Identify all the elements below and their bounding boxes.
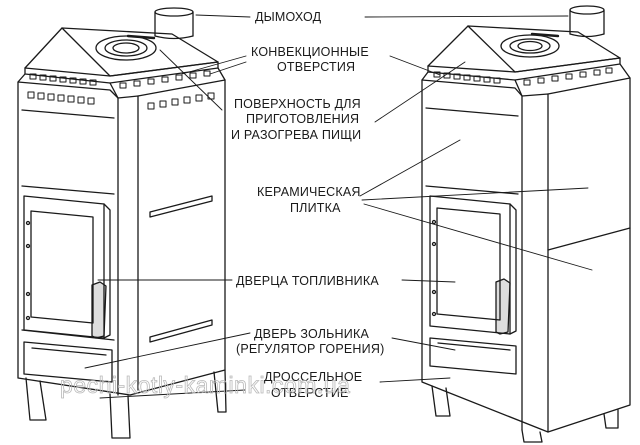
leader-chimney-right bbox=[364, 15, 569, 18]
leader-ash-left bbox=[84, 332, 251, 369]
left-chimney-pipe bbox=[154, 7, 194, 40]
label-throttle-line2: ОТВЕРСТИЕ bbox=[271, 386, 349, 400]
label-ash-line2: (РЕГУЛЯТОР ГОРЕНИЯ) bbox=[236, 342, 384, 356]
left-convection-holes bbox=[27, 70, 215, 110]
label-chimney: ДЫМОХОД bbox=[255, 10, 322, 24]
left-body bbox=[17, 67, 226, 396]
leader-cooking-left bbox=[159, 49, 223, 111]
labels: ДЫМОХОД КОНВЕКЦИОННЫЕ ОТВЕРСТИЯ ПОВЕРХНО… bbox=[231, 10, 384, 400]
label-ash-line1: ДВЕРЬ ЗОЛЬНИКА bbox=[254, 327, 369, 341]
leader-ceramic-3 bbox=[363, 203, 593, 271]
label-firebox-door: ДВЕРЦА ТОПЛИВНИКА bbox=[236, 274, 379, 288]
label-convection-line2: ОТВЕРСТИЯ bbox=[277, 60, 355, 74]
right-top-plate bbox=[427, 25, 621, 81]
leader-ash-right bbox=[391, 337, 456, 351]
label-ceramic-line1: КЕРАМИЧЕСКАЯ bbox=[257, 185, 361, 199]
leader-throttle-right bbox=[379, 377, 451, 383]
leader-convection-right bbox=[389, 55, 441, 76]
right-stove bbox=[421, 5, 631, 443]
label-cooking-line3: И РАЗОГРЕВА ПИЩИ bbox=[231, 128, 361, 142]
right-legs bbox=[431, 385, 619, 443]
label-throttle-line1: ДРОССЕЛЬНОЕ bbox=[264, 370, 362, 384]
label-cooking-line1: ПОВЕРХНОСТЬ ДЛЯ bbox=[234, 97, 361, 111]
leader-convection-left-2 bbox=[209, 61, 247, 75]
leader-ceramic-1 bbox=[359, 139, 461, 197]
leader-chimney-left bbox=[195, 14, 251, 18]
right-convection-holes bbox=[433, 67, 613, 86]
right-chimney-pipe bbox=[569, 5, 605, 38]
right-body bbox=[421, 63, 631, 433]
right-ash-door bbox=[429, 337, 517, 375]
label-cooking-line2: ПРИГОТОВЛЕНИЯ bbox=[246, 112, 359, 126]
right-firebox-door bbox=[429, 195, 517, 335]
leader-firebox-right bbox=[401, 279, 456, 283]
leader-lines bbox=[84, 14, 593, 399]
left-firebox-door bbox=[23, 195, 111, 339]
leader-convection-left-1 bbox=[181, 55, 247, 75]
left-top-plate bbox=[24, 27, 219, 84]
leader-ceramic-2 bbox=[361, 187, 589, 201]
label-ceramic-line2: ПЛИТКА bbox=[290, 201, 341, 215]
watermark-text: pechi-kotly-kaminki.com.ua bbox=[60, 372, 350, 398]
leader-throttle-left bbox=[99, 389, 246, 399]
left-ash-door bbox=[23, 341, 113, 383]
label-convection-line1: КОНВЕКЦИОННЫЕ bbox=[251, 45, 369, 59]
leader-cooking-right bbox=[374, 61, 466, 123]
